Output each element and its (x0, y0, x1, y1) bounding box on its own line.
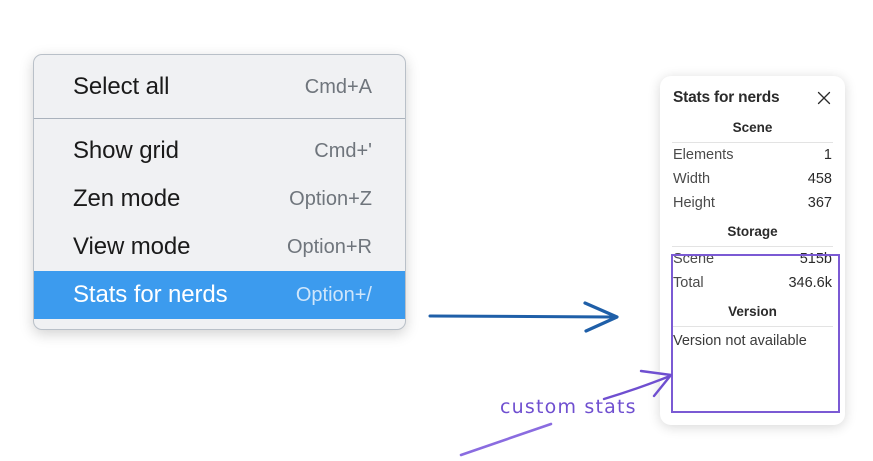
panel-title: Stats for nerds (673, 89, 780, 106)
custom-stats-annotation-label: custom stats (500, 396, 637, 418)
stat-value: 367 (807, 195, 832, 211)
stats-for-nerds-panel: Stats for nerds Scene Elements 1 Width 4… (660, 76, 845, 425)
close-icon[interactable] (816, 90, 832, 106)
version-section-heading: Version (728, 304, 777, 319)
menu-item-label: Zen mode (73, 185, 181, 212)
storage-section-heading: Storage (727, 224, 778, 239)
stat-row: Width 458 (672, 167, 833, 191)
menu-item-label: View mode (73, 233, 191, 260)
blue-flow-arrow (428, 301, 619, 333)
stat-row: Height 367 (672, 191, 833, 215)
stat-key: Elements (673, 147, 734, 163)
menu-item-zen-mode[interactable]: Zen mode Option+Z (34, 175, 405, 223)
stat-key: Total (673, 275, 704, 291)
stat-value: 458 (807, 171, 832, 187)
panel-header: Stats for nerds (672, 76, 833, 111)
canvas-context-menu[interactable]: Select all Cmd+A Show grid Cmd+' Zen mod… (33, 54, 406, 330)
menu-item-shortcut: Option+Z (289, 187, 372, 210)
menu-item-shortcut: Cmd+' (314, 139, 372, 162)
version-value: Version not available (673, 333, 807, 349)
stat-key: Height (673, 195, 715, 211)
menu-item-show-grid[interactable]: Show grid Cmd+' (34, 127, 405, 175)
divider (672, 326, 833, 327)
menu-item-select-all[interactable]: Select all Cmd+A (34, 63, 405, 111)
menu-item-label: Stats for nerds (73, 281, 228, 308)
stat-row: Scene 515b (672, 247, 833, 271)
stat-value: 1 (823, 147, 832, 163)
menu-item-shortcut: Option+/ (295, 283, 372, 306)
menu-item-label: Select all (73, 73, 170, 100)
menu-item-shortcut: Cmd+A (304, 75, 372, 98)
custom-stats-sections: Storage Scene 515b Total 346.6k Version … (672, 215, 833, 353)
version-section: Version Version not available (672, 295, 833, 353)
stat-row: Total 346.6k (672, 271, 833, 295)
menu-item-view-mode[interactable]: View mode Option+R (34, 223, 405, 271)
menu-group-1: Select all Cmd+A (34, 55, 405, 118)
scene-section-heading: Scene (732, 120, 773, 135)
divider (672, 246, 833, 247)
menu-separator (34, 118, 405, 119)
storage-section: Storage Scene 515b Total 346.6k (672, 215, 833, 295)
menu-item-shortcut: Option+R (286, 235, 372, 258)
stat-key: Width (673, 171, 711, 187)
scene-section: Scene Elements 1 Width 458 Height 367 (672, 111, 833, 215)
divider (672, 142, 833, 143)
stat-value: 346.6k (788, 275, 832, 291)
menu-item-label: Show grid (73, 137, 179, 164)
stat-key: Scene (673, 251, 715, 267)
menu-item-stats-for-nerds[interactable]: Stats for nerds Option+/ (34, 271, 405, 319)
purple-underline-stroke (459, 422, 553, 457)
stat-value: 515b (799, 251, 832, 267)
menu-group-2: Show grid Cmd+' Zen mode Option+Z View m… (34, 119, 405, 329)
stat-row: Elements 1 (672, 143, 833, 167)
